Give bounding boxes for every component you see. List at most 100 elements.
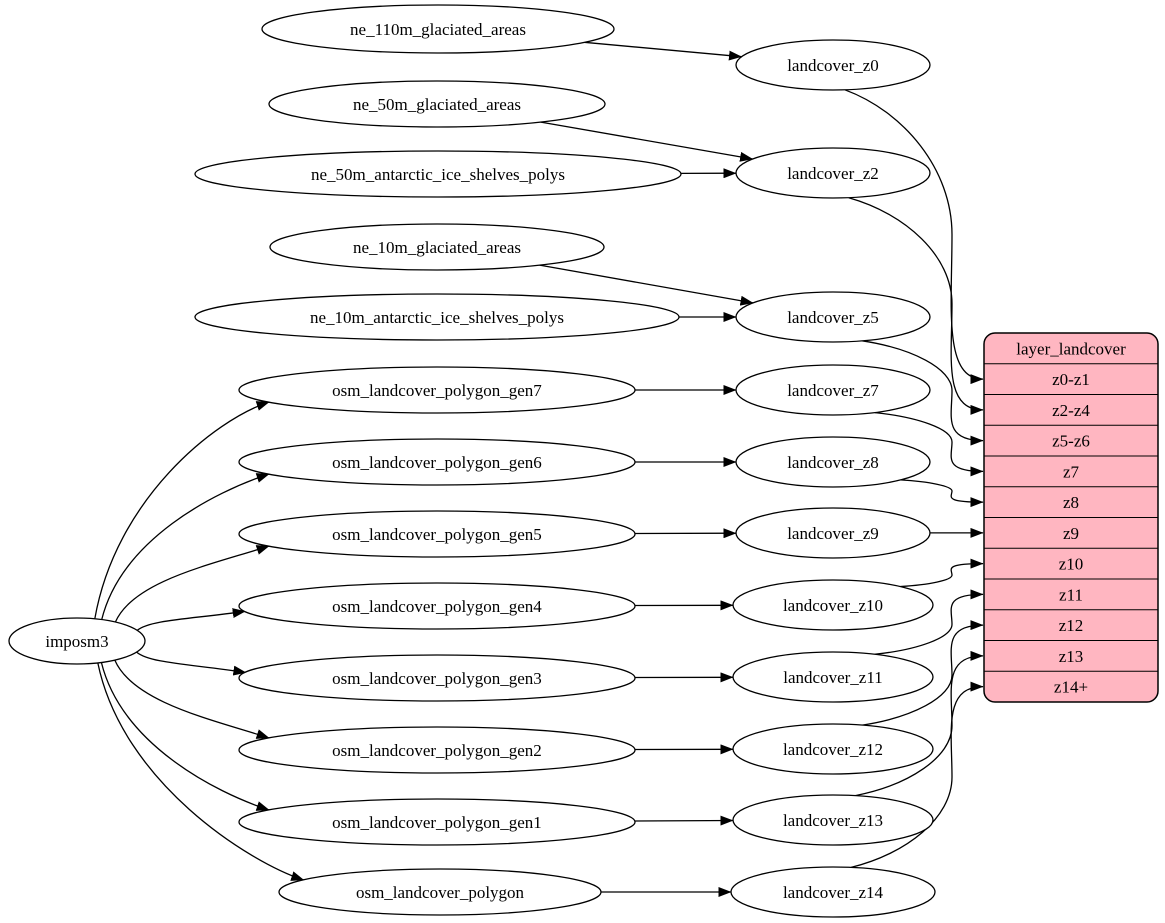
node-ne_10m_glaciated_areas: ne_10m_glaciated_areas — [269, 223, 605, 271]
node-label-landcover_z11: landcover_z11 — [783, 668, 882, 687]
node-ellipse-osm_landcover_polygon_gen6 — [238, 438, 636, 486]
edge-landcover_z12-row-z12 — [862, 620, 984, 726]
node-landcover_z12: landcover_z12 — [732, 723, 934, 775]
node-label-landcover_z9: landcover_z9 — [787, 524, 879, 543]
node-osm_landcover_polygon_gen3: osm_landcover_polygon_gen3 — [238, 654, 636, 702]
table-row-z10: z10 — [1059, 555, 1084, 574]
node-landcover_z2: landcover_z2 — [735, 147, 931, 199]
node-label-landcover_z7: landcover_z7 — [787, 381, 879, 400]
node-ellipse-osm_landcover_polygon_gen5 — [238, 510, 636, 558]
node-landcover_z7: landcover_z7 — [735, 364, 931, 416]
edge-layer — [94, 41, 984, 897]
node-osm_landcover_polygon_gen6: osm_landcover_polygon_gen6 — [238, 438, 636, 486]
node-ellipse-ne_110m_glaciated_areas — [261, 4, 615, 54]
edge-imposm3-osm_landcover_polygon_gen4 — [136, 608, 246, 631]
node-ellipse-ne_50m_antarctic_ice_shelves_polys — [194, 150, 682, 198]
node-label-landcover_z14: landcover_z14 — [783, 883, 884, 902]
node-osm_landcover_polygon_gen7: osm_landcover_polygon_gen7 — [238, 366, 636, 414]
edge-landcover_z2-row-z2-z4 — [848, 197, 984, 415]
node-ellipse-landcover_z9 — [735, 507, 931, 559]
node-ellipse-landcover_z10 — [732, 579, 934, 631]
node-ellipse-imposm3 — [8, 617, 146, 665]
edge-landcover_z14-row-z14+ — [850, 681, 984, 869]
node-osm_landcover_polygon: osm_landcover_polygon — [278, 868, 602, 916]
node-label-imposm3: imposm3 — [45, 632, 108, 651]
node-ellipse-landcover_z2 — [735, 147, 931, 199]
edge-landcover_z5-row-z5-z6 — [862, 340, 984, 446]
edge-osm_landcover_polygon_gen1-landcover_z13 — [634, 815, 734, 826]
node-label-osm_landcover_polygon_gen6: osm_landcover_polygon_gen6 — [332, 453, 542, 472]
edge-landcover_z8-row-z8 — [900, 479, 984, 508]
node-label-landcover_z13: landcover_z13 — [783, 811, 883, 830]
node-label-landcover_z5: landcover_z5 — [787, 308, 879, 327]
table-layer-landcover: layer_landcoverz0-z1z2-z4z5-z6z7z8z9z10z… — [983, 332, 1159, 703]
node-label-landcover_z0: landcover_z0 — [787, 56, 879, 75]
node-ellipse-osm_landcover_polygon_gen2 — [238, 726, 636, 774]
edge-imposm3-osm_landcover_polygon_gen2 — [114, 659, 270, 739]
node-landcover_z0: landcover_z0 — [735, 39, 931, 91]
table-row-z5-z6: z5-z6 — [1052, 432, 1090, 451]
node-ellipse-landcover_z14 — [730, 866, 936, 918]
node-landcover_z13: landcover_z13 — [732, 794, 934, 846]
table-title: layer_landcover — [1016, 339, 1126, 358]
edge-landcover_z10-row-z10 — [900, 558, 984, 588]
node-ellipse-osm_landcover_polygon — [278, 868, 602, 916]
node-landcover_z5: landcover_z5 — [735, 291, 931, 343]
edge-landcover_z7-row-z7 — [874, 411, 984, 477]
node-ellipse-landcover_z12 — [732, 723, 934, 775]
node-label-osm_landcover_polygon_gen2: osm_landcover_polygon_gen2 — [332, 741, 542, 760]
table-row-z2-z4: z2-z4 — [1052, 401, 1090, 420]
node-ellipse-ne_10m_antarctic_ice_shelves_polys — [194, 293, 680, 341]
node-osm_landcover_polygon_gen4: osm_landcover_polygon_gen4 — [238, 582, 636, 630]
table-row-z13: z13 — [1059, 647, 1084, 666]
node-label-ne_10m_antarctic_ice_shelves_polys: ne_10m_antarctic_ice_shelves_polys — [310, 308, 564, 327]
node-ellipse-landcover_z7 — [735, 364, 931, 416]
node-label-osm_landcover_polygon: osm_landcover_polygon — [356, 883, 525, 902]
node-label-landcover_z8: landcover_z8 — [787, 453, 879, 472]
table-row-z9: z9 — [1063, 524, 1079, 543]
node-ellipse-ne_10m_glaciated_areas — [269, 223, 605, 271]
edge-ne_50m_glaciated_areas-landcover_z2 — [540, 121, 754, 162]
edge-ne_10m_glaciated_areas-landcover_z5 — [539, 264, 754, 306]
node-label-landcover_z12: landcover_z12 — [783, 740, 883, 759]
edge-imposm3-osm_landcover_polygon_gen6 — [101, 473, 270, 620]
node-ellipse-osm_landcover_polygon_gen4 — [238, 582, 636, 630]
node-ellipse-osm_landcover_polygon_gen7 — [238, 366, 636, 414]
node-landcover_z10: landcover_z10 — [732, 579, 934, 631]
edge-imposm3-osm_landcover_polygon_gen1 — [100, 662, 270, 811]
node-ellipse-landcover_z13 — [732, 794, 934, 846]
edge-landcover_z0-row-z0-z1 — [844, 89, 984, 385]
node-ellipse-landcover_z8 — [735, 436, 931, 488]
edge-ne_110m_glaciated_areas-landcover_z0 — [584, 41, 742, 61]
node-landcover_z14: landcover_z14 — [730, 866, 936, 918]
node-label-ne_50m_antarctic_ice_shelves_polys: ne_50m_antarctic_ice_shelves_polys — [311, 165, 565, 184]
node-osm_landcover_polygon_gen2: osm_landcover_polygon_gen2 — [238, 726, 636, 774]
edge-imposm3-osm_landcover_polygon — [97, 662, 305, 881]
node-ellipse-landcover_z5 — [735, 291, 931, 343]
node-label-ne_10m_glaciated_areas: ne_10m_glaciated_areas — [353, 238, 521, 257]
node-landcover_z9: landcover_z9 — [735, 507, 931, 559]
table-row-z0-z1: z0-z1 — [1052, 370, 1090, 389]
node-imposm3: imposm3 — [8, 617, 146, 665]
edge-imposm3-osm_landcover_polygon_gen7 — [94, 401, 270, 619]
table-row-z11: z11 — [1059, 585, 1083, 604]
node-landcover_z8: landcover_z8 — [735, 436, 931, 488]
table-row-z14+: z14+ — [1054, 678, 1088, 697]
node-ne_110m_glaciated_areas: ne_110m_glaciated_areas — [261, 4, 615, 54]
node-label-osm_landcover_polygon_gen1: osm_landcover_polygon_gen1 — [332, 813, 542, 832]
node-ne_50m_antarctic_ice_shelves_polys: ne_50m_antarctic_ice_shelves_polys — [194, 150, 682, 198]
node-ne_50m_glaciated_areas: ne_50m_glaciated_areas — [268, 80, 606, 128]
node-label-osm_landcover_polygon_gen5: osm_landcover_polygon_gen5 — [332, 525, 542, 544]
table-row-z8: z8 — [1063, 493, 1079, 512]
edge-imposm3-osm_landcover_polygon_gen3 — [136, 651, 247, 676]
node-label-ne_110m_glaciated_areas: ne_110m_glaciated_areas — [350, 20, 526, 39]
node-ellipse-ne_50m_glaciated_areas — [268, 80, 606, 128]
node-ellipse-osm_landcover_polygon_gen3 — [238, 654, 636, 702]
node-label-osm_landcover_polygon_gen4: osm_landcover_polygon_gen4 — [332, 597, 542, 616]
node-label-osm_landcover_polygon_gen3: osm_landcover_polygon_gen3 — [332, 669, 542, 688]
table-row-z12: z12 — [1059, 616, 1084, 635]
node-landcover_z11: landcover_z11 — [732, 651, 934, 703]
node-ellipse-osm_landcover_polygon_gen1 — [238, 798, 636, 846]
